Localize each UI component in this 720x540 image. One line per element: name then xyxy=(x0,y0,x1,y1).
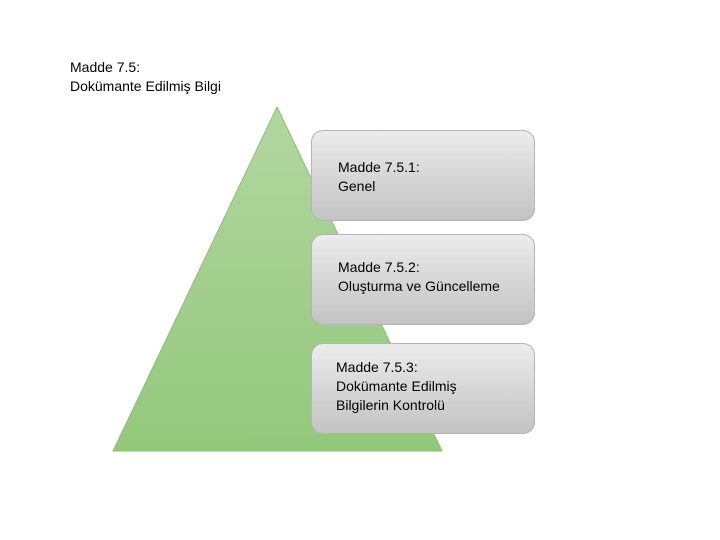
title-line-1: Madde 7.5: xyxy=(70,59,141,75)
section-box-7-5-3[interactable]: Madde 7.5.3: Dokümante Edilmiş Bilgileri… xyxy=(311,343,535,434)
box-3-line-1: Madde 7.5.3: xyxy=(336,359,418,375)
box-3-line-2: Dokümante Edilmiş xyxy=(336,378,457,394)
section-box-7-5-2[interactable]: Madde 7.5.2: Oluşturma ve Güncelleme xyxy=(311,234,535,325)
box-1-line-1: Madde 7.5.1: xyxy=(338,159,420,175)
section-box-7-5-1[interactable]: Madde 7.5.1: Genel xyxy=(311,130,535,221)
box-2-line-2: Oluşturma ve Güncelleme xyxy=(338,278,500,294)
box-2-line-1: Madde 7.5.2: xyxy=(338,259,420,275)
title-line-2: Dokümante Edilmiş Bilgi xyxy=(70,78,221,94)
box-3-line-3: Bilgilerin Kontrolü xyxy=(336,397,445,413)
box-1-line-2: Genel xyxy=(338,178,376,194)
slide-title: Madde 7.5: Dokümante Edilmiş Bilgi xyxy=(70,58,221,96)
